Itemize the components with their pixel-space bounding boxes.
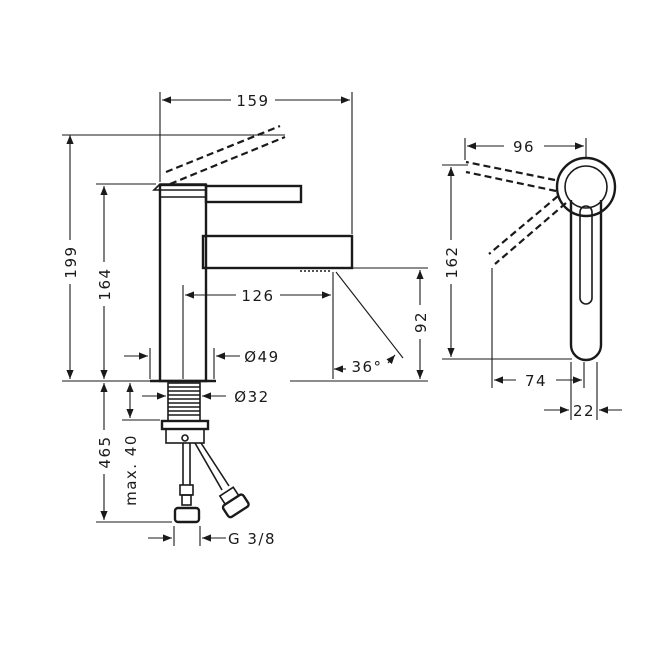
handle-left-position	[465, 160, 556, 182]
faucet-front-view	[150, 124, 354, 524]
dim-max-40-label: max. 40	[122, 434, 140, 506]
faucet-spout	[201, 234, 354, 270]
dim-126-label: 126	[241, 287, 274, 305]
handle-angled-position	[494, 202, 567, 265]
dim-199-label: 199	[62, 245, 80, 278]
faucet-cap	[152, 183, 207, 191]
dim-465-label: 465	[96, 435, 114, 468]
handle-side-view	[465, 156, 617, 362]
dim-162-label: 162	[443, 245, 461, 278]
side-dimensions: 96 162 74 22	[439, 138, 622, 420]
faucet-handle	[204, 184, 303, 204]
dim-diameter-49-label: Ø49	[244, 348, 279, 366]
dim-diameter-32-label: Ø32	[234, 388, 269, 406]
supply-hoses	[173, 442, 250, 524]
front-dimensions: 159 199 164 126 92 36° Ø49	[58, 92, 432, 548]
dim-92-label: 92	[412, 311, 430, 333]
dim-22-label: 22	[573, 402, 595, 420]
dim-159-label: 159	[236, 92, 269, 110]
handle-open-position	[169, 135, 286, 186]
dim-thread-label: G 3/8	[228, 530, 276, 548]
dim-74-label: 74	[525, 372, 547, 390]
handle-lever-slot	[579, 205, 593, 305]
dim-96-label: 96	[513, 138, 535, 156]
dim-164-label: 164	[96, 267, 114, 300]
handle-lever-outline	[569, 200, 603, 362]
dim-36-angle-label: 36°	[351, 358, 382, 376]
threaded-shank	[160, 382, 210, 444]
